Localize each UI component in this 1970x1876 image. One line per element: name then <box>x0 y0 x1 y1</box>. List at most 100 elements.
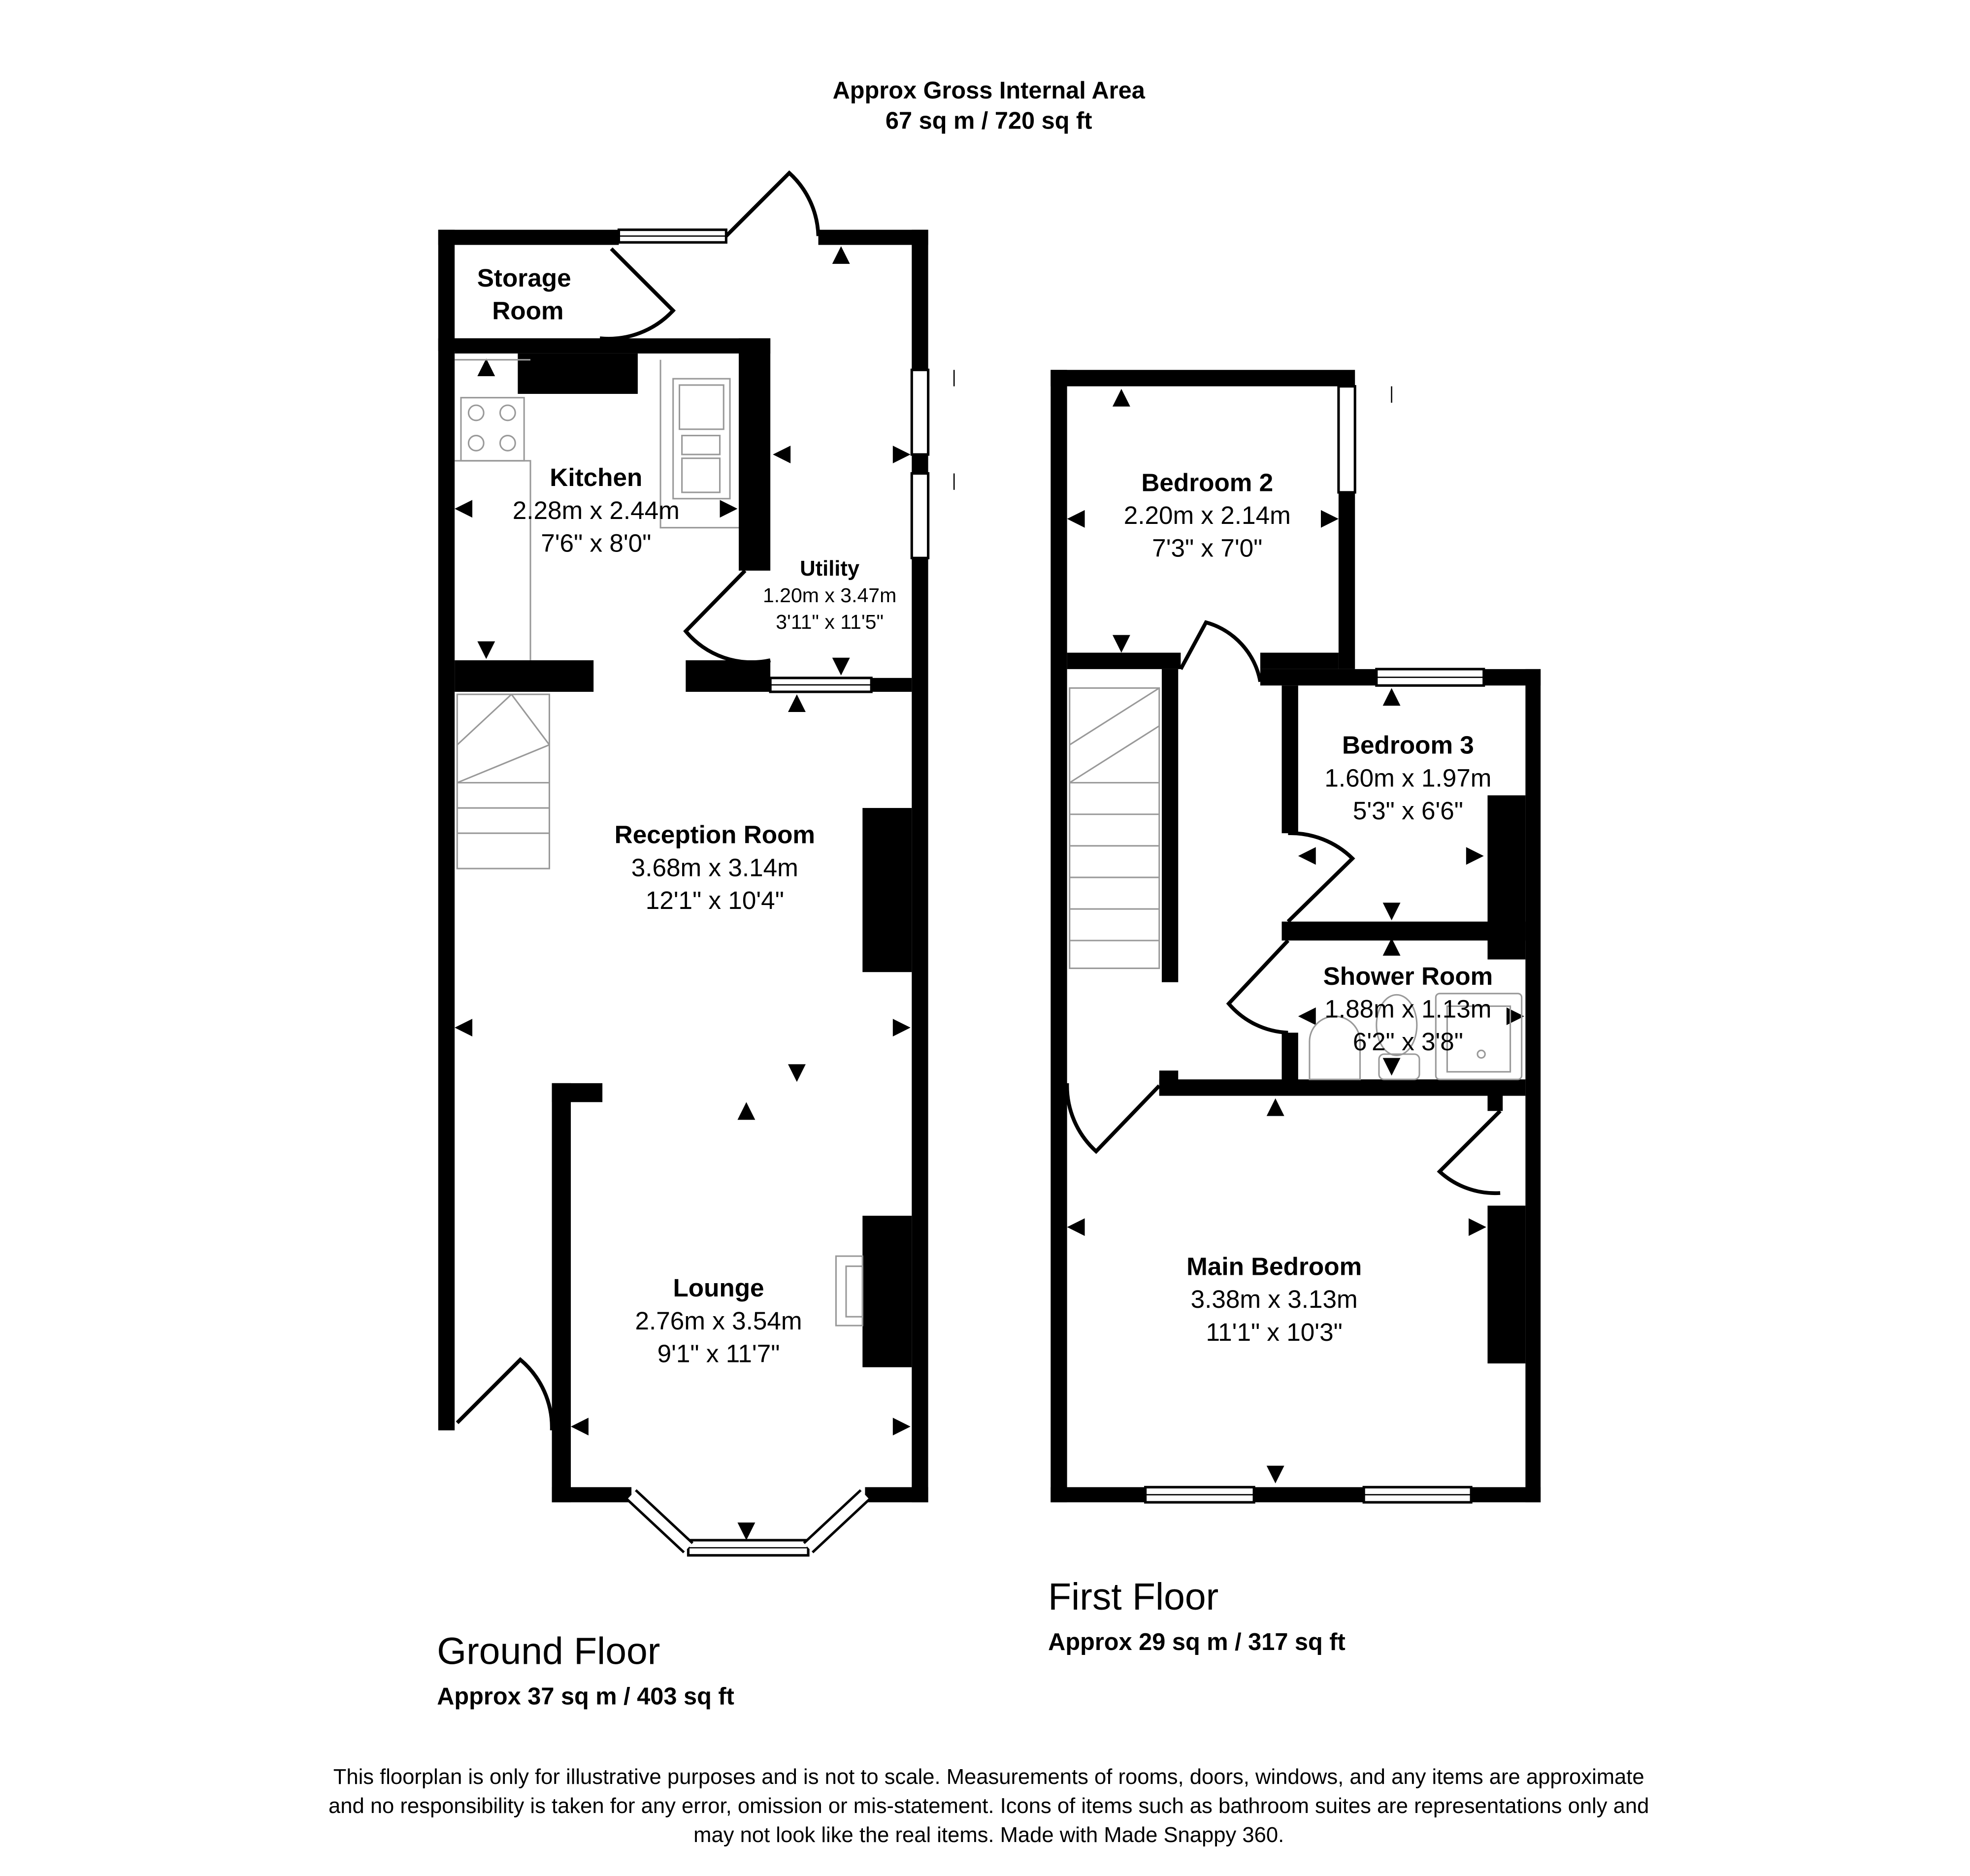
wall <box>865 1487 928 1503</box>
room-name-reception: Reception Room <box>615 821 815 849</box>
wall <box>1051 1487 1146 1503</box>
wall <box>1487 795 1526 960</box>
stair-winder <box>457 694 550 784</box>
wall <box>1471 1487 1541 1503</box>
sink-bowl <box>678 384 724 430</box>
dimension-arrow <box>1382 688 1401 706</box>
dimension-arrow <box>832 657 850 676</box>
room-metric-utility: 1.20m x 3.47m <box>763 584 896 607</box>
stairs-icon <box>456 693 550 870</box>
wall <box>1067 652 1181 669</box>
wall <box>1487 1096 1503 1111</box>
door-swing <box>1286 831 1355 923</box>
first-floor-label: First Floor <box>1048 1576 1218 1618</box>
worktop <box>659 359 739 529</box>
room-name-lounge: Lounge <box>673 1274 764 1302</box>
hob-burner <box>467 435 485 452</box>
door-swing <box>1226 939 1290 1035</box>
hob-burner <box>499 404 516 421</box>
dimension-arrow <box>1298 1007 1316 1025</box>
dimension-arrow <box>1067 510 1085 528</box>
wall <box>1260 669 1377 686</box>
first-floor-area: Approx 29 sq m / 317 sq ft <box>1048 1629 1346 1655</box>
wall <box>1281 921 1526 941</box>
gross-area-value: 67 sq m / 720 sq ft <box>886 108 1092 134</box>
dimension-arrow <box>1468 1218 1486 1236</box>
room-metric-lounge: 2.76m x 3.54m <box>635 1307 802 1335</box>
stair-winder <box>1069 687 1160 783</box>
dimension-arrows <box>455 246 1524 1540</box>
wall <box>438 229 619 245</box>
dimension-arrow <box>737 1102 755 1120</box>
dimension-arrow <box>455 500 473 518</box>
dimension-arrow <box>1321 510 1339 528</box>
windows <box>617 228 1485 1557</box>
dimension-arrow <box>1382 1058 1401 1076</box>
dimension-arrow <box>571 1418 589 1436</box>
room-imperial-lounge: 9'1" x 11'7" <box>657 1339 780 1367</box>
shower-tray-icon <box>1435 993 1523 1080</box>
room-metric-kitchen: 2.28m x 2.44m <box>513 496 680 524</box>
dimension-arrow <box>455 1019 473 1036</box>
toilet-cistern <box>1378 1053 1420 1080</box>
toilet-icon <box>1376 994 1418 1056</box>
dimension-arrow <box>720 500 738 518</box>
door-swing <box>456 1357 554 1431</box>
stairs-icon <box>1069 687 1160 970</box>
fixtures <box>455 359 1523 1326</box>
hob-burner <box>499 435 516 452</box>
wall <box>686 660 771 692</box>
wall <box>552 1083 571 1503</box>
room-name-main-bedroom: Main Bedroom <box>1186 1253 1362 1281</box>
wall <box>1281 685 1298 834</box>
room-imperial-utility: 3'11" x 11'5" <box>776 611 884 633</box>
room-name-kitchen: Kitchen <box>550 463 642 491</box>
walls <box>438 229 1541 1503</box>
disclaimer-line-3: may not look like the real items. Made w… <box>693 1823 1284 1847</box>
room-imperial-kitchen: 7'6" x 8'0" <box>541 529 651 557</box>
drainer <box>681 457 721 493</box>
dimension-arrow <box>1382 903 1401 921</box>
dimension-arrow <box>1298 847 1316 865</box>
dimension-arrow <box>788 1064 806 1082</box>
dimension-arrow <box>832 246 850 264</box>
dimension-arrow <box>892 1418 911 1436</box>
wall <box>1525 669 1541 1503</box>
wall <box>518 353 638 394</box>
door-swing <box>724 170 821 238</box>
wall <box>818 229 928 245</box>
ground-floor-area: Approx 37 sq m / 403 sq ft <box>437 1683 734 1710</box>
room-imperial-bedroom-3: 5'3" x 6'6" <box>1353 797 1463 825</box>
dimension-arrow <box>1266 1098 1284 1116</box>
wall <box>1051 370 1067 1503</box>
sink-icon <box>672 378 731 500</box>
room-imperial-shower-room: 6'2" x 3'8" <box>1353 1028 1463 1056</box>
wall <box>552 1487 632 1503</box>
room-metric-shower-room: 1.88m x 1.13m <box>1324 995 1491 1023</box>
window <box>910 472 930 559</box>
bay-window-glass <box>628 1491 869 1552</box>
dimension-arrow <box>1266 1465 1284 1484</box>
room-name-bedroom-3: Bedroom 3 <box>1342 731 1474 759</box>
wall <box>862 1216 912 1367</box>
room-imperial-main-bedroom: 11'1" x 10'3" <box>1206 1318 1342 1346</box>
wall <box>1254 1487 1364 1503</box>
shower-tray-inner <box>1446 1005 1511 1073</box>
doors <box>456 170 1502 1431</box>
worktop <box>455 359 531 660</box>
fireplace-inner <box>845 1265 863 1318</box>
dimension-arrow <box>892 1019 911 1036</box>
dimension-arrow <box>477 358 495 377</box>
dimension-arrow <box>1382 938 1401 956</box>
dimension-arrow <box>737 1522 755 1540</box>
room-metric-reception: 3.68m x 3.14m <box>631 853 798 881</box>
door-swing <box>599 247 676 341</box>
ground-floor-label: Ground Floor <box>437 1630 660 1672</box>
window <box>1337 385 1356 494</box>
door-swing <box>683 569 771 664</box>
room-name-utility: Utility <box>800 557 859 581</box>
wall <box>1487 1205 1526 1364</box>
dimension-arrow <box>788 694 806 712</box>
